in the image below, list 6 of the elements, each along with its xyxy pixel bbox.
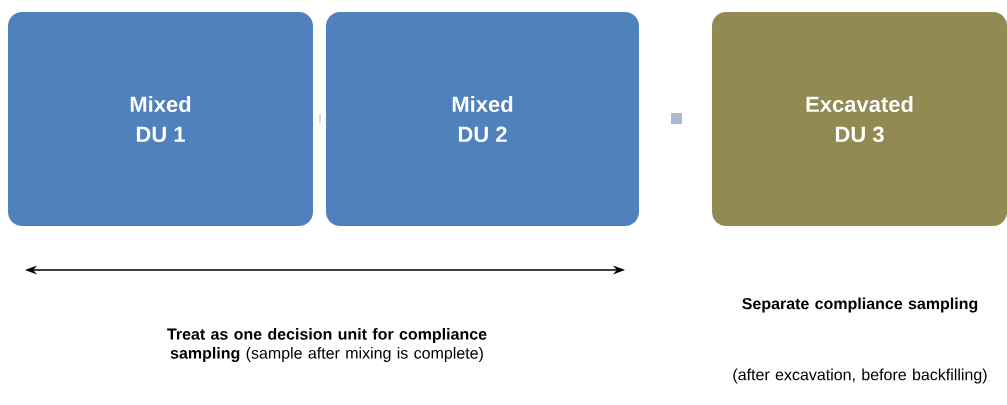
caption-text: Separate compliance sampling [742, 297, 978, 313]
process-box: Mixed DU 1 [8, 12, 313, 226]
caption-text: (after excavation, before backfilling) [733, 368, 987, 384]
process-box: Excavated DU 3 [712, 12, 1007, 226]
caption-text: Treat as one decision unit for compliance sampling (sample after mixing is complete) [167, 328, 487, 362]
process-box: Mixed DU 2 [326, 12, 639, 226]
